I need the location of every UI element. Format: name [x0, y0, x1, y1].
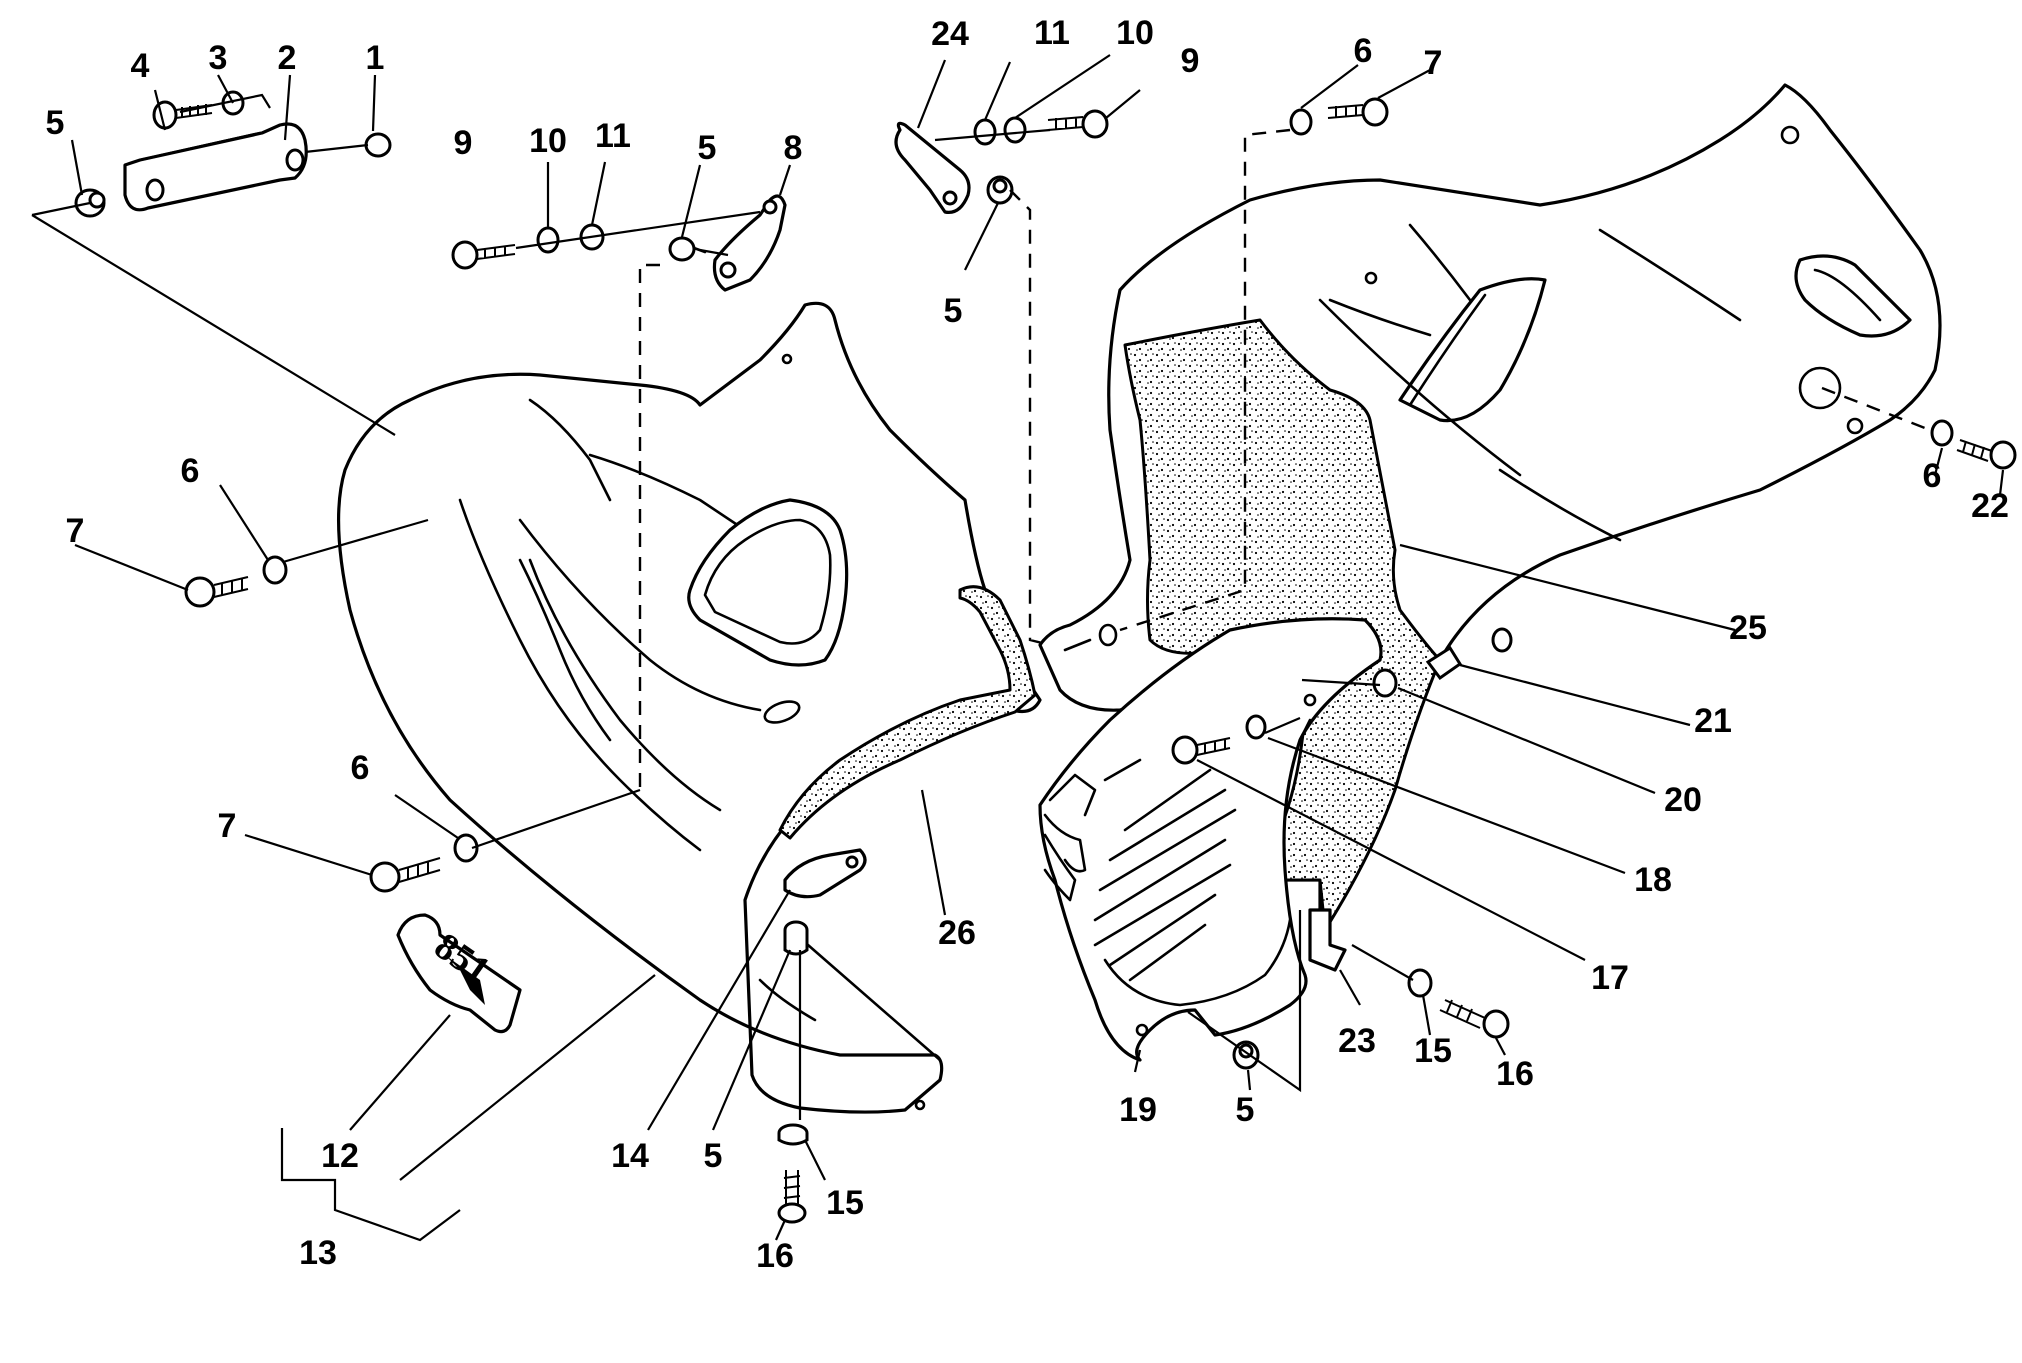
washer-20	[1372, 668, 1398, 698]
callout-25: 25	[1729, 609, 1767, 647]
callout-17: 17	[1591, 959, 1629, 997]
washer-6a	[1289, 108, 1313, 136]
callout-6-top-right: 6	[1354, 32, 1373, 70]
callout-19: 19	[1119, 1091, 1157, 1129]
grommet-21	[1425, 627, 1513, 681]
callout-10-right: 10	[1116, 14, 1154, 52]
callout-7-top-right: 7	[1424, 44, 1443, 82]
bolt-17	[1171, 735, 1231, 765]
vent-slots	[1093, 758, 1237, 982]
bracket-2	[123, 122, 308, 212]
grommet-5d	[783, 920, 809, 956]
callout-12: 12	[321, 1137, 359, 1175]
washer-6d	[453, 833, 479, 863]
washer-18	[1245, 714, 1267, 740]
bolt-22	[1956, 439, 2017, 470]
callout-5-mid: 5	[698, 129, 717, 167]
washer-6b	[262, 555, 288, 585]
washer-11b	[973, 118, 997, 146]
callout-11-left: 11	[595, 117, 631, 155]
bolt-9b	[1047, 109, 1109, 139]
grommet-5c	[986, 175, 1014, 205]
callout-7-left: 7	[66, 512, 85, 550]
callout-5-bracket24: 5	[944, 292, 963, 330]
callout-9-right: 9	[1181, 42, 1200, 80]
grommet-5b	[668, 236, 707, 262]
bracket-23	[1308, 908, 1347, 972]
foam-seal-strip	[778, 585, 1037, 840]
bracket-8	[712, 194, 787, 292]
callout-23: 23	[1338, 1022, 1376, 1060]
bolt-7a	[1327, 97, 1389, 127]
callout-13: 13	[299, 1234, 337, 1272]
callout-21: 21	[1694, 702, 1732, 740]
bolt-7b	[184, 576, 249, 608]
callout-6-far-right: 6	[1923, 457, 1942, 495]
heat-guard	[1038, 617, 1383, 1062]
bolt-16b	[1439, 999, 1510, 1039]
callout-15-right: 15	[1414, 1032, 1452, 1070]
callout-8: 8	[784, 129, 803, 167]
callout-10-left: 10	[529, 122, 567, 160]
callout-14: 14	[611, 1137, 649, 1175]
bolt-7c	[369, 857, 441, 893]
callout-1: 1	[366, 39, 385, 77]
washer-6c	[1930, 419, 1954, 447]
bolt-9a	[451, 240, 516, 270]
callout-6-left: 6	[181, 452, 200, 490]
callout-11-right: 11	[1034, 14, 1070, 52]
callout-6-lower-left: 6	[351, 749, 370, 787]
bolt-16a	[777, 1170, 807, 1224]
washer-10b	[1003, 116, 1027, 144]
callout-20: 20	[1664, 781, 1702, 819]
washer-15b	[1407, 968, 1433, 998]
callout-26: 26	[938, 914, 976, 952]
left-fairing-panel	[336, 301, 1042, 1114]
callout-5-bottom-right: 5	[1236, 1091, 1255, 1129]
callout-2: 2	[278, 39, 297, 77]
callout-22: 22	[1971, 487, 2009, 525]
leader-lines	[31, 54, 2005, 1242]
callout-7-lower-left: 7	[218, 807, 237, 845]
nut-1	[364, 132, 392, 158]
callout-5-top-left: 5	[46, 104, 65, 142]
callout-5-lower: 5	[704, 1137, 723, 1175]
decal: 851	[396, 913, 522, 1034]
bracket-14	[783, 848, 867, 899]
callout-24: 24	[931, 15, 969, 53]
callout-16-left: 16	[756, 1237, 794, 1275]
callout-18: 18	[1634, 861, 1672, 899]
washer-10a	[536, 226, 560, 254]
callout-16-right: 16	[1496, 1055, 1534, 1093]
callout-15-left: 15	[826, 1184, 864, 1222]
washer-15a	[777, 1123, 809, 1146]
callout-3: 3	[209, 39, 228, 77]
bracket-24	[894, 121, 971, 214]
callout-9-left: 9	[454, 124, 473, 162]
callout-labels: 1 2 3 4 5 9 10 11 5 8 24 11 10 9 5 6 7 6…	[46, 14, 2009, 1275]
callout-4: 4	[131, 47, 150, 85]
